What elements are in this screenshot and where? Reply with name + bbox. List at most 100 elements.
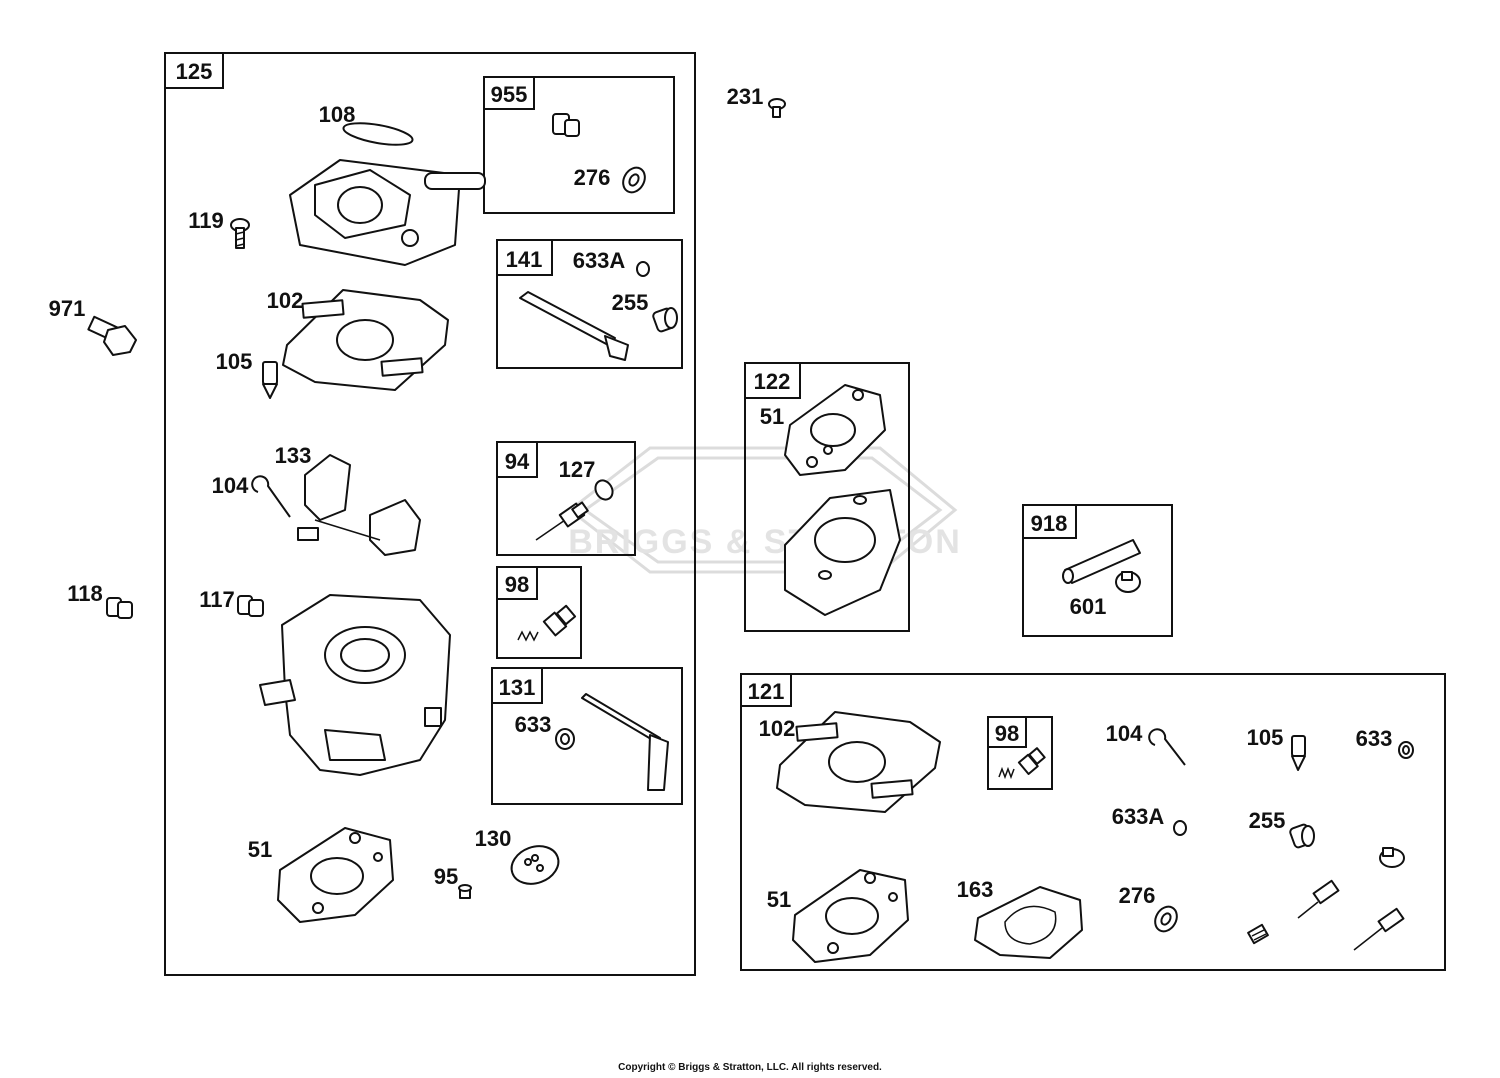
group-131-label: 131 xyxy=(499,675,536,700)
part-51-c-gasket-icon xyxy=(792,869,909,963)
label-51-c: 51 xyxy=(767,887,791,912)
part-255-b-bushing-icon xyxy=(1289,823,1315,849)
part-633A-b-seal-icon xyxy=(1173,820,1187,836)
part-51-b-gasket-icon xyxy=(784,384,886,476)
part-276-washer-icon xyxy=(622,166,646,194)
group-918-frame xyxy=(1022,504,1173,637)
label-633-a: 633 xyxy=(515,712,552,737)
group-98-a-tag xyxy=(496,566,538,600)
group-98-b-tag xyxy=(987,716,1027,748)
part-276-b-washer-icon xyxy=(1154,905,1178,933)
group-122-frame xyxy=(744,362,910,632)
group-141-frame xyxy=(496,239,683,369)
label-276-b: 276 xyxy=(1119,883,1156,908)
part-carb-main-body-icon xyxy=(259,594,451,776)
label-108: 108 xyxy=(319,102,356,127)
label-119: 119 xyxy=(188,208,224,233)
group-131-tag xyxy=(491,667,543,704)
group-98-a-frame xyxy=(496,566,582,659)
part-633-b-seal-icon xyxy=(1398,741,1414,759)
label-971: 971 xyxy=(49,296,86,321)
part-108-gasket-icon xyxy=(342,122,414,146)
part-mixture-screw-a-icon xyxy=(1297,879,1340,919)
group-955-tag xyxy=(483,76,535,110)
part-104-pin-icon xyxy=(251,475,291,518)
part-971-bolt-icon xyxy=(87,315,137,356)
label-104-b: 104 xyxy=(1106,721,1143,746)
part-clamp-icon xyxy=(1379,847,1405,868)
part-633-seal-icon xyxy=(555,728,575,750)
label-105-b: 105 xyxy=(1247,725,1284,750)
group-918-tag xyxy=(1022,504,1077,539)
part-955-plug-icon xyxy=(552,113,580,137)
part-carb-upper-body-icon xyxy=(289,159,486,266)
label-117: 117 xyxy=(199,587,235,612)
part-104-b-pin-icon xyxy=(1148,728,1186,766)
watermark-logo: BRIGGS & STRATTON xyxy=(567,446,960,574)
group-121-frame xyxy=(740,673,1446,971)
label-231: 231 xyxy=(727,84,764,109)
group-955-label: 955 xyxy=(491,82,528,107)
group-141-tag xyxy=(496,239,553,276)
label-633A-b: 633A xyxy=(1112,804,1165,829)
label-163: 163 xyxy=(957,877,994,902)
part-102-gasket-icon xyxy=(282,289,449,391)
label-133: 133 xyxy=(275,443,312,468)
part-105-b-float-needle-icon xyxy=(1291,735,1306,771)
group-98-a-label: 98 xyxy=(505,572,529,597)
part-231-screw-icon xyxy=(768,98,786,118)
label-95: 95 xyxy=(434,864,458,889)
part-131-throttle-shaft-icon xyxy=(581,693,669,791)
group-141-label: 141 xyxy=(506,247,543,272)
group-94-frame xyxy=(496,441,636,556)
group-94-tag xyxy=(496,441,538,478)
group-131-frame xyxy=(491,667,683,805)
label-255-a: 255 xyxy=(612,290,649,315)
label-255-b: 255 xyxy=(1249,808,1286,833)
group-121-label: 121 xyxy=(748,679,785,704)
label-633-b: 633 xyxy=(1356,726,1393,751)
label-102-a: 102 xyxy=(267,288,304,313)
part-601-clamp-icon xyxy=(1115,571,1141,593)
group-121-tag xyxy=(740,673,792,707)
part-94-needle-valve-icon xyxy=(535,501,589,541)
part-98-a-spring-screw-icon xyxy=(517,604,577,642)
label-51-a: 51 xyxy=(248,837,272,862)
part-102-b-gasket-icon xyxy=(776,711,941,813)
group-918-label: 918 xyxy=(1031,511,1068,536)
part-117-plug-icon xyxy=(237,595,264,617)
part-51-gasket-icon xyxy=(277,827,394,923)
label-102-b: 102 xyxy=(759,716,796,741)
part-133-float-icon xyxy=(297,454,421,556)
group-125-tag xyxy=(164,52,224,89)
group-94-label: 94 xyxy=(505,449,530,474)
label-104-a: 104 xyxy=(212,473,249,498)
part-105-float-needle-icon xyxy=(262,361,278,399)
part-119-screw-icon xyxy=(230,218,250,249)
label-118: 118 xyxy=(67,581,103,606)
copyright-notice: Copyright © Briggs & Stratton, LLC. All … xyxy=(618,1062,882,1073)
group-125-label: 125 xyxy=(176,59,213,84)
label-127: 127 xyxy=(559,457,596,482)
part-918-fuel-line-icon xyxy=(1062,539,1141,584)
part-118-plug-icon xyxy=(106,597,133,619)
group-122-label: 122 xyxy=(754,369,791,394)
part-633A-seal-icon xyxy=(636,261,650,277)
part-127-oring-icon xyxy=(594,479,614,501)
label-633A-a: 633A xyxy=(573,248,626,273)
group-955-frame xyxy=(483,76,675,214)
part-255-bushing-icon xyxy=(652,307,678,333)
label-51-b: 51 xyxy=(760,404,784,429)
part-122-spacer-icon xyxy=(784,489,901,616)
part-spring-icon xyxy=(1247,923,1269,945)
part-mixture-screw-b-icon xyxy=(1353,907,1405,951)
label-105-a: 105 xyxy=(216,349,253,374)
label-130: 130 xyxy=(475,826,512,851)
group-122-tag xyxy=(744,362,801,399)
part-163-gasket-icon xyxy=(974,886,1083,959)
part-130-throttle-plate-icon xyxy=(510,845,560,885)
part-98-b-spring-screw-icon xyxy=(998,747,1046,780)
group-125-frame xyxy=(164,52,696,976)
part-95-screw-icon xyxy=(458,884,472,899)
